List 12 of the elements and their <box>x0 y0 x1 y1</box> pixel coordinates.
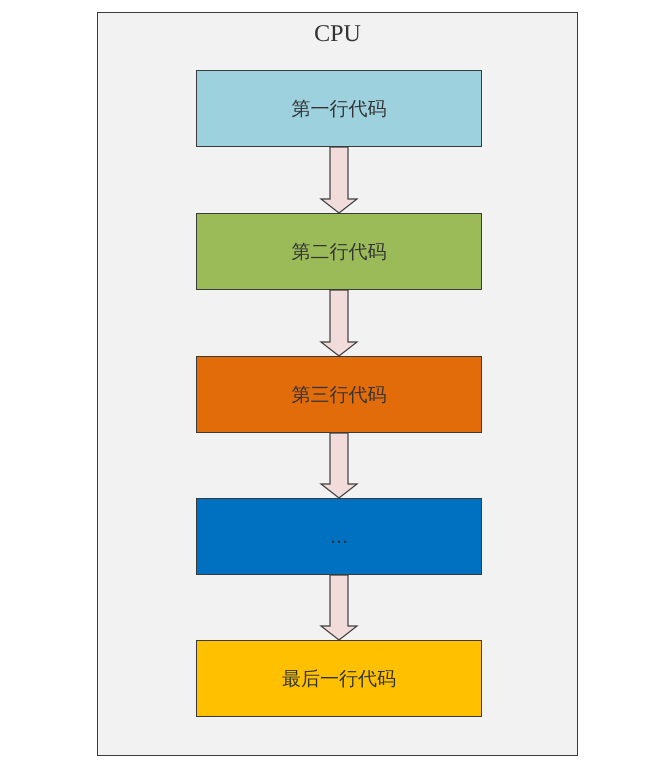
container-title: CPU <box>313 21 362 48</box>
box-label: 第二行代码 <box>290 240 388 264</box>
box-label: ... <box>328 526 350 548</box>
box-label: 第一行代码 <box>290 96 388 122</box>
box-label: 第三行代码 <box>290 382 388 408</box>
ellipsis-box <box>196 498 482 575</box>
block-arrow <box>319 574 359 641</box>
cpu-container <box>97 12 578 756</box>
box-label: 最后一行代码 <box>281 666 397 692</box>
block-arrow <box>319 289 359 357</box>
block-arrow <box>319 146 359 214</box>
block-arrow <box>319 432 359 499</box>
